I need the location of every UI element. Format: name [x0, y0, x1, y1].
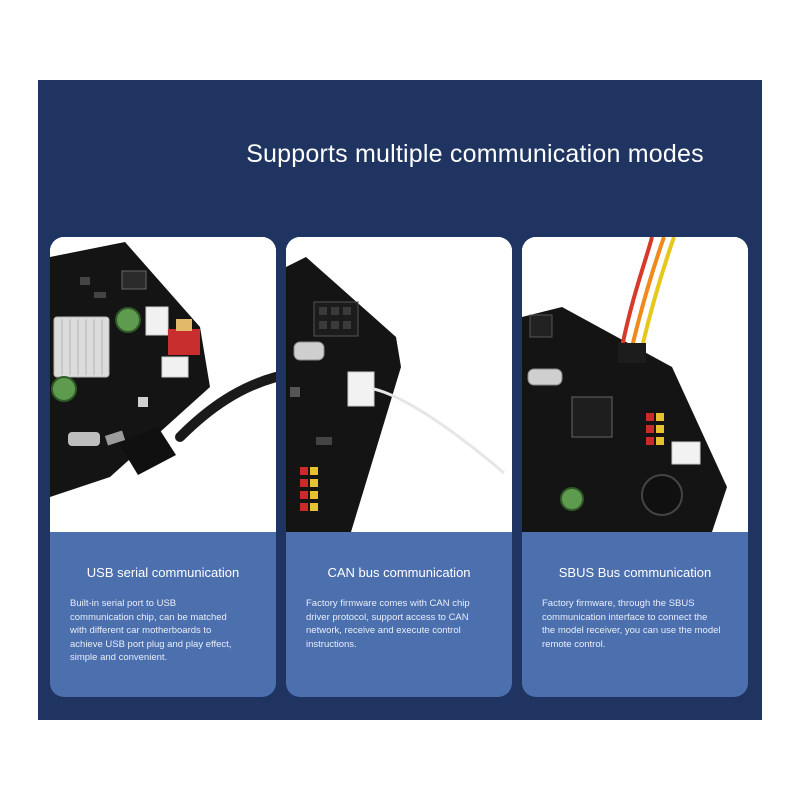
can-board-photo	[286, 237, 512, 532]
card-description: Factory firmware comes with CAN chip dri…	[306, 598, 470, 650]
card-title: SBUS Bus communication	[558, 565, 712, 580]
card-description: Factory firmware, through the SBUS commu…	[542, 598, 721, 650]
sbus-feature-card: SBUS Bus communication Factory firmware,…	[522, 237, 748, 697]
usb-feature-card: USB serial communication Built-in serial…	[50, 237, 276, 697]
card-title: CAN bus communication	[327, 565, 471, 580]
can-feature-card: CAN bus communication Factory firmware c…	[286, 237, 512, 697]
page-title: Supports multiple communication modes	[246, 140, 704, 168]
feature-panel: Supports multiple communication modes	[38, 80, 762, 720]
usb-board-photo	[50, 237, 276, 532]
card-description: Built-in serial port to USB communicatio…	[70, 598, 232, 663]
sbus-board-photo	[522, 237, 748, 532]
card-title: USB serial communication	[86, 565, 240, 580]
